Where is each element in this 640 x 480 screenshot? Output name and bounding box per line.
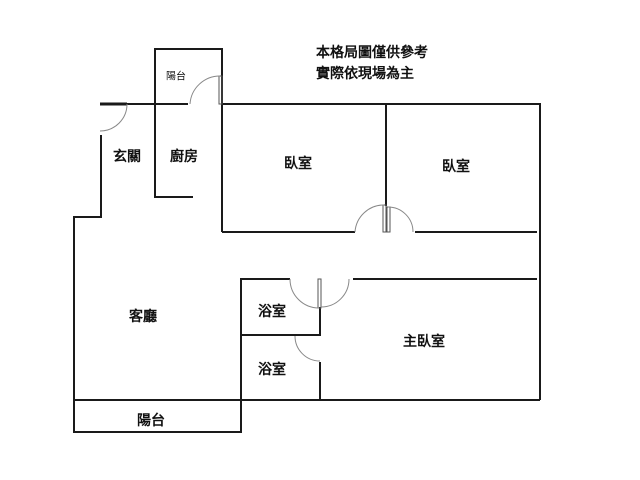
room-bedroom-2: 臥室: [442, 159, 470, 175]
walls: [73, 48, 541, 433]
balcony-door-arc: [189, 75, 221, 105]
room-bedroom-1: 臥室: [284, 156, 312, 172]
bedroom1-door-arc: [354, 204, 385, 233]
bathroom2-door-arc: [294, 335, 321, 362]
door-leaves: [218, 75, 391, 309]
room-living: 客廳: [129, 309, 157, 325]
master-door-arc: [320, 278, 350, 308]
room-kitchen-balcony: 陽台: [166, 71, 186, 83]
room-master-bedroom: 主臥室: [403, 334, 445, 350]
disclaimer-line2: 實際依現場為主: [316, 66, 414, 82]
door-swings: [99, 75, 414, 362]
room-bathroom-1: 浴室: [258, 304, 286, 320]
disclaimer-line1: 本格局圖僅供參考: [316, 45, 428, 61]
entrance-door-arc: [99, 103, 128, 132]
room-entrance: 玄關: [113, 149, 141, 165]
room-living-balcony: 陽台: [137, 413, 165, 429]
room-kitchen: 廚房: [170, 149, 198, 165]
room-bathroom-2: 浴室: [258, 362, 286, 378]
bathroom1-door-arc: [289, 278, 320, 309]
bedroom2-door-arc: [387, 206, 414, 233]
